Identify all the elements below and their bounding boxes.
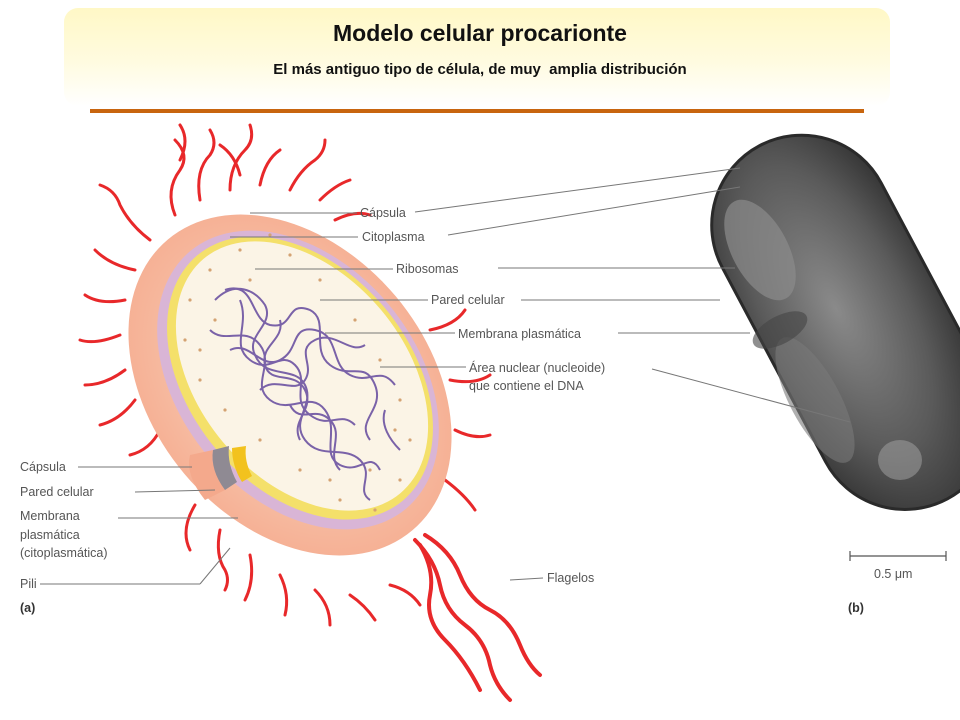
label-membrana-left-1: Membrana bbox=[20, 509, 80, 523]
label-pared-celular: Pared celular bbox=[431, 293, 505, 307]
label-citoplasma: Citoplasma bbox=[362, 230, 425, 244]
cytoplasm bbox=[175, 241, 429, 511]
electron-micrograph bbox=[710, 133, 960, 511]
label-flagelos: Flagelos bbox=[547, 571, 594, 585]
ribosomes bbox=[183, 233, 412, 512]
label-capsula: Cápsula bbox=[360, 206, 406, 220]
flagella bbox=[413, 533, 542, 702]
leader-lines-left bbox=[40, 466, 238, 585]
label-ribosomas: Ribosomas bbox=[396, 262, 459, 276]
cell-illustration bbox=[78, 123, 542, 702]
nucleoid-dna bbox=[209, 287, 401, 501]
page-subtitle: El más antiguo tipo de célula, de muy am… bbox=[273, 61, 687, 78]
panel-tag-a: (a) bbox=[20, 601, 35, 615]
scale-bar bbox=[849, 551, 947, 561]
label-area-nuclear-1: Área nuclear (nucleoide) bbox=[469, 360, 605, 375]
label-area-nuclear-2: que contiene el DNA bbox=[469, 379, 584, 393]
pili bbox=[78, 123, 492, 627]
scale-bar-label: 0.5 μm bbox=[874, 567, 912, 581]
panel-tag-b: (b) bbox=[848, 601, 864, 615]
label-membrana-left-2: plasmática bbox=[20, 528, 80, 542]
title-banner bbox=[64, 8, 890, 106]
label-pili: Pili bbox=[20, 577, 37, 591]
leader-lines-right bbox=[230, 167, 851, 581]
cutaway-layers bbox=[189, 446, 252, 500]
title-divider bbox=[90, 109, 864, 113]
page-title: Modelo celular procarionte bbox=[333, 20, 627, 46]
label-membrana-plasmatica: Membrana plasmática bbox=[458, 327, 581, 341]
label-membrana-left-3: (citoplasmática) bbox=[20, 546, 108, 560]
label-capsula-left: Cápsula bbox=[20, 460, 66, 474]
label-pared-celular-left: Pared celular bbox=[20, 485, 94, 499]
